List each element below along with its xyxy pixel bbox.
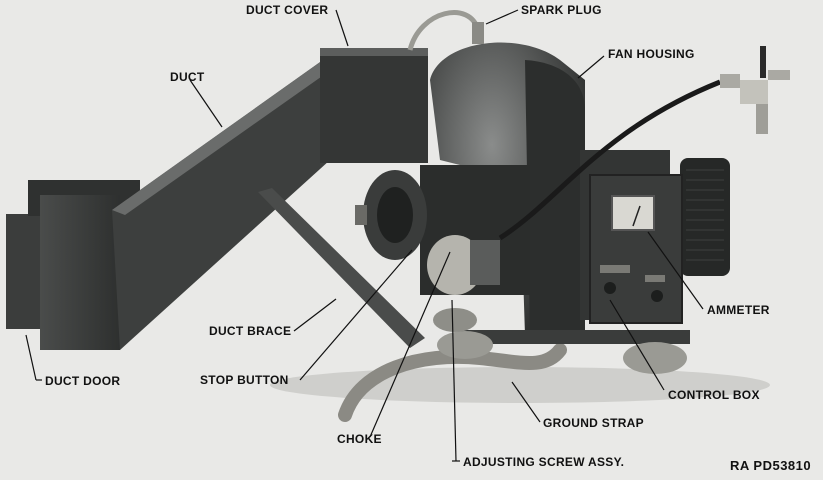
outlet-fitting — [720, 46, 790, 134]
label-ammeter: AMMETER — [707, 303, 770, 317]
output-cable — [498, 79, 721, 241]
label-ground-strap: GROUND STRAP — [543, 416, 644, 430]
base-frame — [460, 330, 690, 344]
duct-cover — [320, 48, 428, 163]
label-spark-plug: SPARK PLUG — [521, 3, 602, 17]
spark-plug — [472, 22, 484, 44]
label-stop-button: STOP BUTTON — [200, 373, 289, 387]
floor-shadow — [270, 367, 770, 403]
label-duct-brace: DUCT BRACE — [209, 324, 292, 338]
duct-lower — [40, 195, 120, 350]
label-control-box: CONTROL BOX — [668, 388, 760, 402]
mount-foot — [433, 308, 477, 332]
label-adjusting-screw: ADJUSTING SCREW ASSY. — [463, 455, 625, 469]
mount-foot — [437, 331, 493, 359]
mount-foot — [623, 342, 687, 374]
duct-brace — [258, 188, 425, 348]
air-cleaner — [427, 235, 483, 295]
label-fan-housing: FAN HOUSING — [608, 47, 695, 61]
label-duct-door: DUCT DOOR — [45, 374, 121, 388]
carburetor — [470, 240, 500, 285]
label-duct: DUCT — [170, 70, 205, 84]
label-choke: CHOKE — [337, 432, 382, 446]
label-duct-cover: DUCT COVER — [246, 3, 329, 17]
generator-grille — [680, 158, 730, 276]
figure-reference: RA PD53810 — [730, 458, 812, 473]
duct-diagonal — [112, 55, 330, 350]
spark-plug-wire — [407, 10, 481, 51]
